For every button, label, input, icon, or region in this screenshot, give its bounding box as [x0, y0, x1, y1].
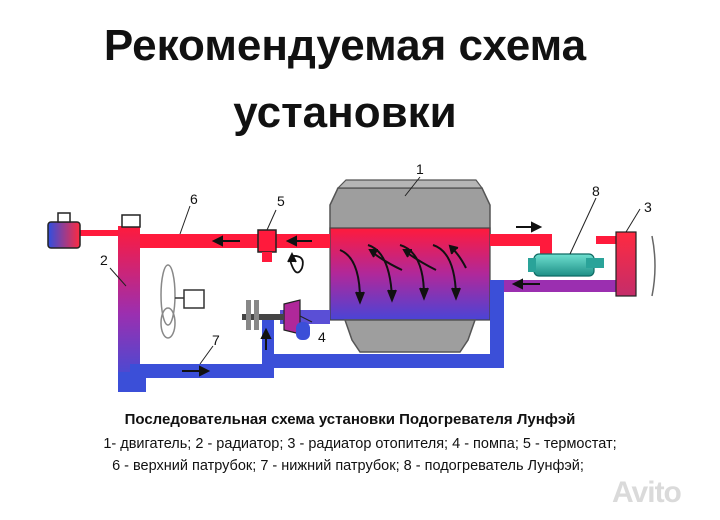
caption-title: Последовательная схема установки Подогре… [124, 411, 576, 428]
heater [528, 253, 604, 277]
watermark: Avito [612, 476, 682, 510]
pump [242, 299, 330, 340]
label-thermostat: 5 [277, 193, 285, 209]
bypass-arrow [287, 251, 304, 274]
label-heater-core: 3 [644, 199, 652, 215]
thermostat [257, 229, 277, 262]
heater-core [615, 231, 656, 297]
expansion-tank [47, 212, 81, 249]
engine [329, 179, 491, 353]
label-lower-hose: 7 [212, 332, 220, 348]
caption-legend-line-2: 6 - верхний патрубок; 7 - нижний патрубо… [112, 458, 584, 474]
label-radiator: 2 [100, 252, 108, 268]
caption-legend-line-1: 1- двигатель; 2 - радиатор; 3 - радиатор… [103, 436, 617, 452]
installation-diagram: 1 2 3 4 5 6 7 8 [47, 161, 656, 392]
upper-hose [60, 230, 330, 248]
watermark-text: Avito [612, 476, 682, 509]
label-pump: 4 [318, 329, 326, 345]
label-engine: 1 [416, 161, 424, 177]
leader-lines [109, 176, 641, 365]
label-heater: 8 [592, 183, 600, 199]
title-line-1: Рекомендуемая схема [103, 21, 587, 70]
fan [160, 264, 205, 339]
label-upper-hose: 6 [190, 191, 198, 207]
engine-flow-arrows [339, 244, 467, 305]
flow-arrows [182, 221, 543, 377]
title-line-2: установки [233, 88, 457, 137]
